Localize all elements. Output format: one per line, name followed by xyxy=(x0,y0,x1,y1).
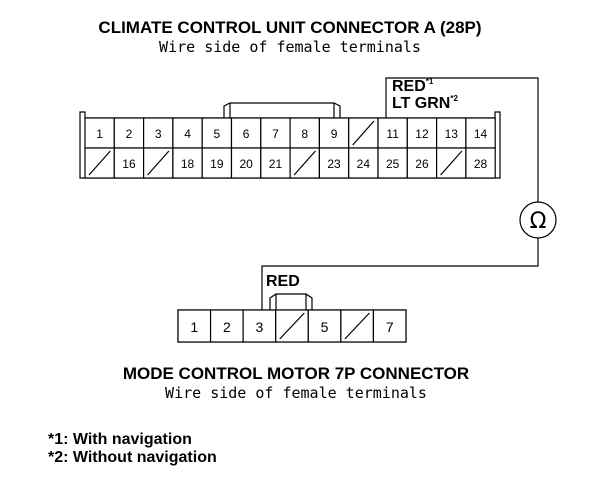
connector-a-pin-label: 16 xyxy=(122,157,136,171)
connector-a-pin-label: 26 xyxy=(415,157,429,171)
connector-a-pin-label: 25 xyxy=(386,157,400,171)
connector-a-pin-label: 3 xyxy=(155,127,162,141)
connector-a-pin-label: 6 xyxy=(243,127,250,141)
unused-cavity-mark xyxy=(352,120,375,146)
connector-b-cavity xyxy=(307,309,342,343)
wire-label-lt-grn: LT GRN*2 xyxy=(392,94,458,112)
connector-a-pin-label: 13 xyxy=(445,127,459,141)
connector-a-pin-label: 12 xyxy=(415,127,429,141)
connector-b-title: MODE CONTROL MOTOR 7P CONNECTOR xyxy=(123,364,469,383)
connector-a-pin-label: 9 xyxy=(331,127,338,141)
connector-a-pin-label: 8 xyxy=(301,127,308,141)
connector-a-subtitle: Wire side of female terminals xyxy=(159,38,421,56)
connector-a-pin-label: 14 xyxy=(474,127,488,141)
connector-a-cavity xyxy=(113,117,145,149)
connector-a-pin-label: 18 xyxy=(181,157,195,171)
unused-cavity-mark xyxy=(279,312,305,340)
connector-b-pin-label: 5 xyxy=(321,319,329,335)
unused-cavity-mark xyxy=(440,150,463,176)
connector-b: 1 2 3 5 7 xyxy=(177,293,407,343)
connector-b-cavity xyxy=(372,309,407,343)
connector-a-pin-label: 21 xyxy=(269,157,283,171)
wire-meter-to-b xyxy=(261,238,539,310)
connector-a-pin-label: 1 xyxy=(96,127,103,141)
connector-a-cavity xyxy=(289,117,321,149)
connector-b-pin-label: 2 xyxy=(223,319,231,335)
connector-a-cavity xyxy=(406,147,438,179)
connector-a-pin-label: 19 xyxy=(210,157,224,171)
connector-b-cavity xyxy=(209,309,244,343)
connector-a-cavity xyxy=(465,147,496,179)
connector-b-subtitle: Wire side of female terminals xyxy=(165,384,427,402)
connector-a-cavity xyxy=(172,147,203,179)
connector-a-pin-label: 28 xyxy=(474,157,488,171)
connector-a-cavity xyxy=(318,147,350,179)
connector-b-pin-label: 1 xyxy=(190,319,198,335)
wire-a-to-meter xyxy=(385,77,539,202)
connector-a-cavity xyxy=(348,147,379,179)
connector-a-pin-label: 11 xyxy=(386,127,399,141)
connector-a-cavity xyxy=(465,117,496,149)
connector-a-pin-label: 5 xyxy=(214,127,221,141)
connector-a-pin-label: 7 xyxy=(272,127,279,141)
footnote-2: *2: Without navigation xyxy=(48,449,217,466)
connector-b-lock-tab xyxy=(269,293,313,310)
connector-b-cavity xyxy=(242,309,277,343)
connector-a-pin-label: 20 xyxy=(239,157,253,171)
connector-b-pin-label: 3 xyxy=(256,319,264,335)
connector-a-cavity xyxy=(143,117,174,149)
connector-a-cavity xyxy=(377,147,408,179)
connector-a-title: CLIMATE CONTROL UNIT CONNECTOR A (28P) xyxy=(98,18,481,37)
connector-a-pin-label: 24 xyxy=(357,157,371,171)
connector-a-pin-label: 23 xyxy=(327,157,341,171)
connector-a-cavity xyxy=(377,117,408,149)
ohm-icon: Ω xyxy=(530,209,547,234)
footnote-1: *1: With navigation xyxy=(48,431,192,448)
unused-cavity-mark xyxy=(88,150,111,176)
unused-cavity-mark xyxy=(344,312,370,340)
connector-a-cavity xyxy=(113,147,145,179)
unused-cavity-mark xyxy=(147,150,170,176)
connector-a-pin-label: 4 xyxy=(184,127,191,141)
unused-cavity-mark xyxy=(293,150,316,176)
connector-b-pin-label: 7 xyxy=(386,319,394,335)
connector-a-pin-label: 2 xyxy=(126,127,133,141)
connector-a-cavity xyxy=(84,117,115,149)
wire-label-red-a: RED*1 xyxy=(392,77,434,95)
connector-a-lock-tab xyxy=(223,102,341,118)
connector-b-cavity xyxy=(177,309,212,343)
wire-label-red-b: RED xyxy=(266,273,300,290)
connector-a-cavity xyxy=(406,117,438,149)
